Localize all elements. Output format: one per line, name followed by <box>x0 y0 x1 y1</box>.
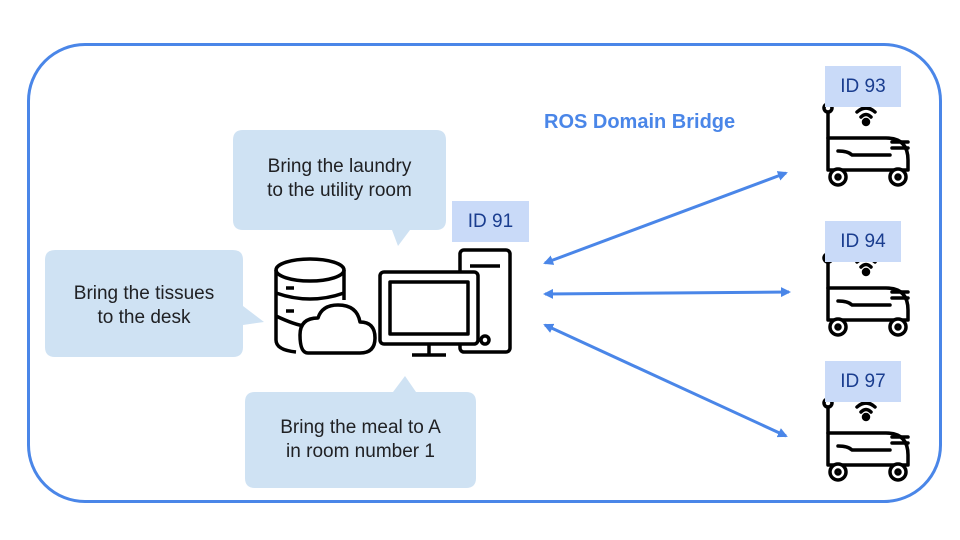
bubble-laundry-text: Bring the laundry to the utility room <box>233 155 446 203</box>
robot-id-label: ID 97 <box>825 361 901 402</box>
bubble-laundry <box>233 130 446 246</box>
bubble-meal-line-1: Bring the meal to A <box>280 417 441 438</box>
domain-frame <box>27 43 942 503</box>
bridge-title: ROS Domain Bridge <box>544 111 736 133</box>
connection-arrows <box>543 171 791 438</box>
central-id-label: ID 91 <box>452 201 529 242</box>
robot-icon <box>822 397 910 482</box>
database-cloud-icon <box>274 257 377 355</box>
arrow-to-id94 <box>543 287 791 299</box>
computer-icon <box>378 248 512 357</box>
robot-icon <box>822 102 910 187</box>
bubble-laundry-line-2: to the utility room <box>267 180 412 201</box>
robot-id-label: ID 93 <box>825 66 901 107</box>
arrow-to-id97 <box>543 323 788 438</box>
bubble-meal-text: Bring the meal to A in room number 1 <box>245 416 476 464</box>
bubble-meal-line-2: in room number 1 <box>286 441 435 462</box>
robot-id-label: ID 94 <box>825 221 901 262</box>
bubble-tissues-text: Bring the tissues to the desk <box>45 282 243 330</box>
robot-icon <box>822 252 910 337</box>
bubble-meal <box>245 376 476 488</box>
bubble-tissues-line-1: Bring the tissues <box>73 283 215 304</box>
bubble-tissues-line-2: to the desk <box>97 307 191 328</box>
bubble-laundry-line-1: Bring the laundry <box>267 156 412 177</box>
bubble-tissues <box>45 250 264 357</box>
arrow-to-id93 <box>543 171 788 265</box>
